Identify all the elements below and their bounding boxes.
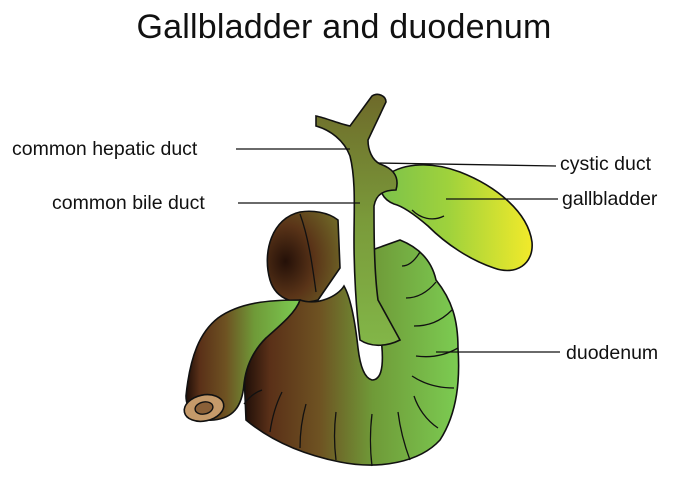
duodenum-folds bbox=[243, 213, 459, 467]
label-cystic-duct: cystic duct bbox=[560, 153, 652, 175]
duodenum-lumen bbox=[194, 401, 214, 415]
gallbladder-fold bbox=[411, 209, 445, 220]
diagram-title: Gallbladder and duodenum bbox=[136, 8, 552, 46]
leader-cystic-duct bbox=[377, 162, 557, 167]
label-common-hepatic-duct: common hepatic duct bbox=[12, 138, 198, 160]
gallbladder-shape bbox=[379, 164, 533, 272]
label-gallbladder: gallbladder bbox=[562, 188, 658, 210]
duodenum-body bbox=[243, 239, 460, 466]
label-common-bile-duct: common bile duct bbox=[52, 192, 205, 214]
label-duodenum: duodenum bbox=[566, 342, 659, 364]
bile-duct-trunk bbox=[315, 93, 402, 347]
leader-lines bbox=[236, 148, 560, 353]
